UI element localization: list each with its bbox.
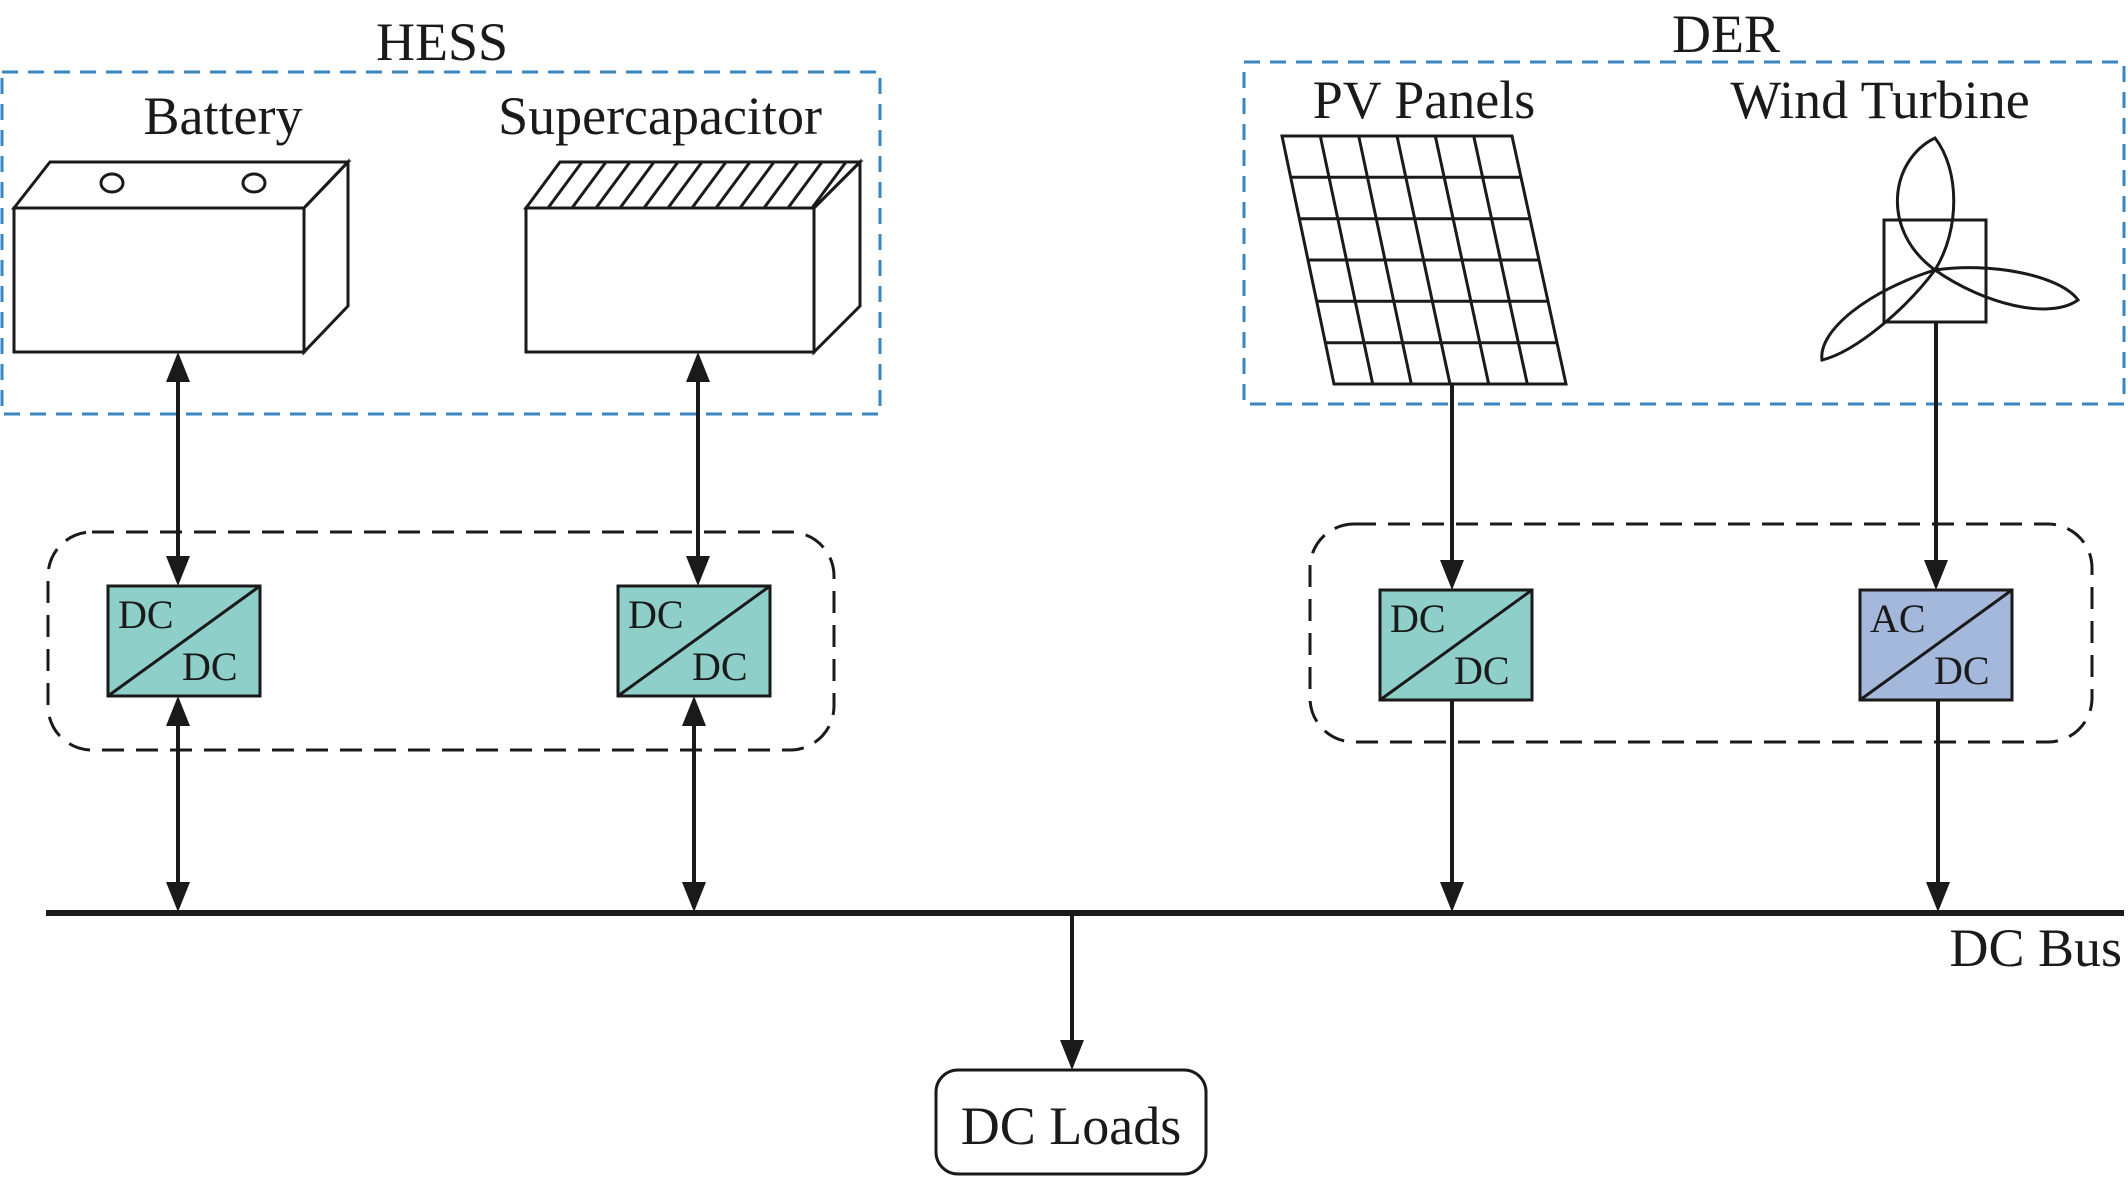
converter-supercapacitor-output: DC (692, 644, 748, 689)
pv-link-arrow (1440, 384, 1464, 590)
converter-battery-input: DC (118, 592, 174, 637)
dc-loads-box: DC Loads (934, 1068, 1208, 1176)
converter-supercapacitor: DC DC (616, 584, 772, 698)
converter-wind: AC DC (1858, 588, 2014, 702)
der-title: DER (1672, 4, 1780, 64)
converter-wind-output: DC (1934, 648, 1990, 693)
hess-title: HESS (376, 12, 508, 72)
wind-label: Wind Turbine (1730, 70, 2029, 130)
supercapacitor-icon (523, 158, 864, 356)
converter-pv-output: DC (1454, 648, 1510, 693)
supercapacitor-link-arrow (686, 352, 710, 586)
dc-bus-label: DC Bus (1949, 918, 2122, 978)
converter-supercapacitor-input: DC (628, 592, 684, 637)
battery-icon (10, 158, 352, 356)
converter-battery: DC DC (106, 584, 262, 698)
dc-loads-label: DC Loads (961, 1096, 1181, 1156)
pv-bus-arrow (1440, 700, 1464, 912)
wind-turbine-icon (1820, 136, 2081, 362)
converter-pv-input: DC (1390, 596, 1446, 641)
converter-wind-input: AC (1870, 596, 1926, 641)
wind-link-arrow (1924, 322, 1948, 590)
hess-converter-group (46, 530, 836, 752)
wind-bus-arrow (1926, 700, 1950, 912)
loads-arrow (1060, 913, 1084, 1070)
battery-bus-arrow (166, 696, 190, 912)
pv-panel-icon (1280, 134, 1568, 386)
supercapacitor-label: Supercapacitor (498, 86, 822, 146)
der-group-box (1242, 60, 2126, 406)
hess-group-box (0, 70, 882, 416)
supercapacitor-bus-arrow (682, 696, 706, 912)
der-converter-group (1308, 522, 2094, 744)
battery-link-arrow (166, 352, 190, 586)
converter-pv: DC DC (1378, 588, 1534, 702)
converter-battery-output: DC (182, 644, 238, 689)
pv-label: PV Panels (1313, 70, 1536, 130)
battery-label: Battery (144, 86, 303, 146)
